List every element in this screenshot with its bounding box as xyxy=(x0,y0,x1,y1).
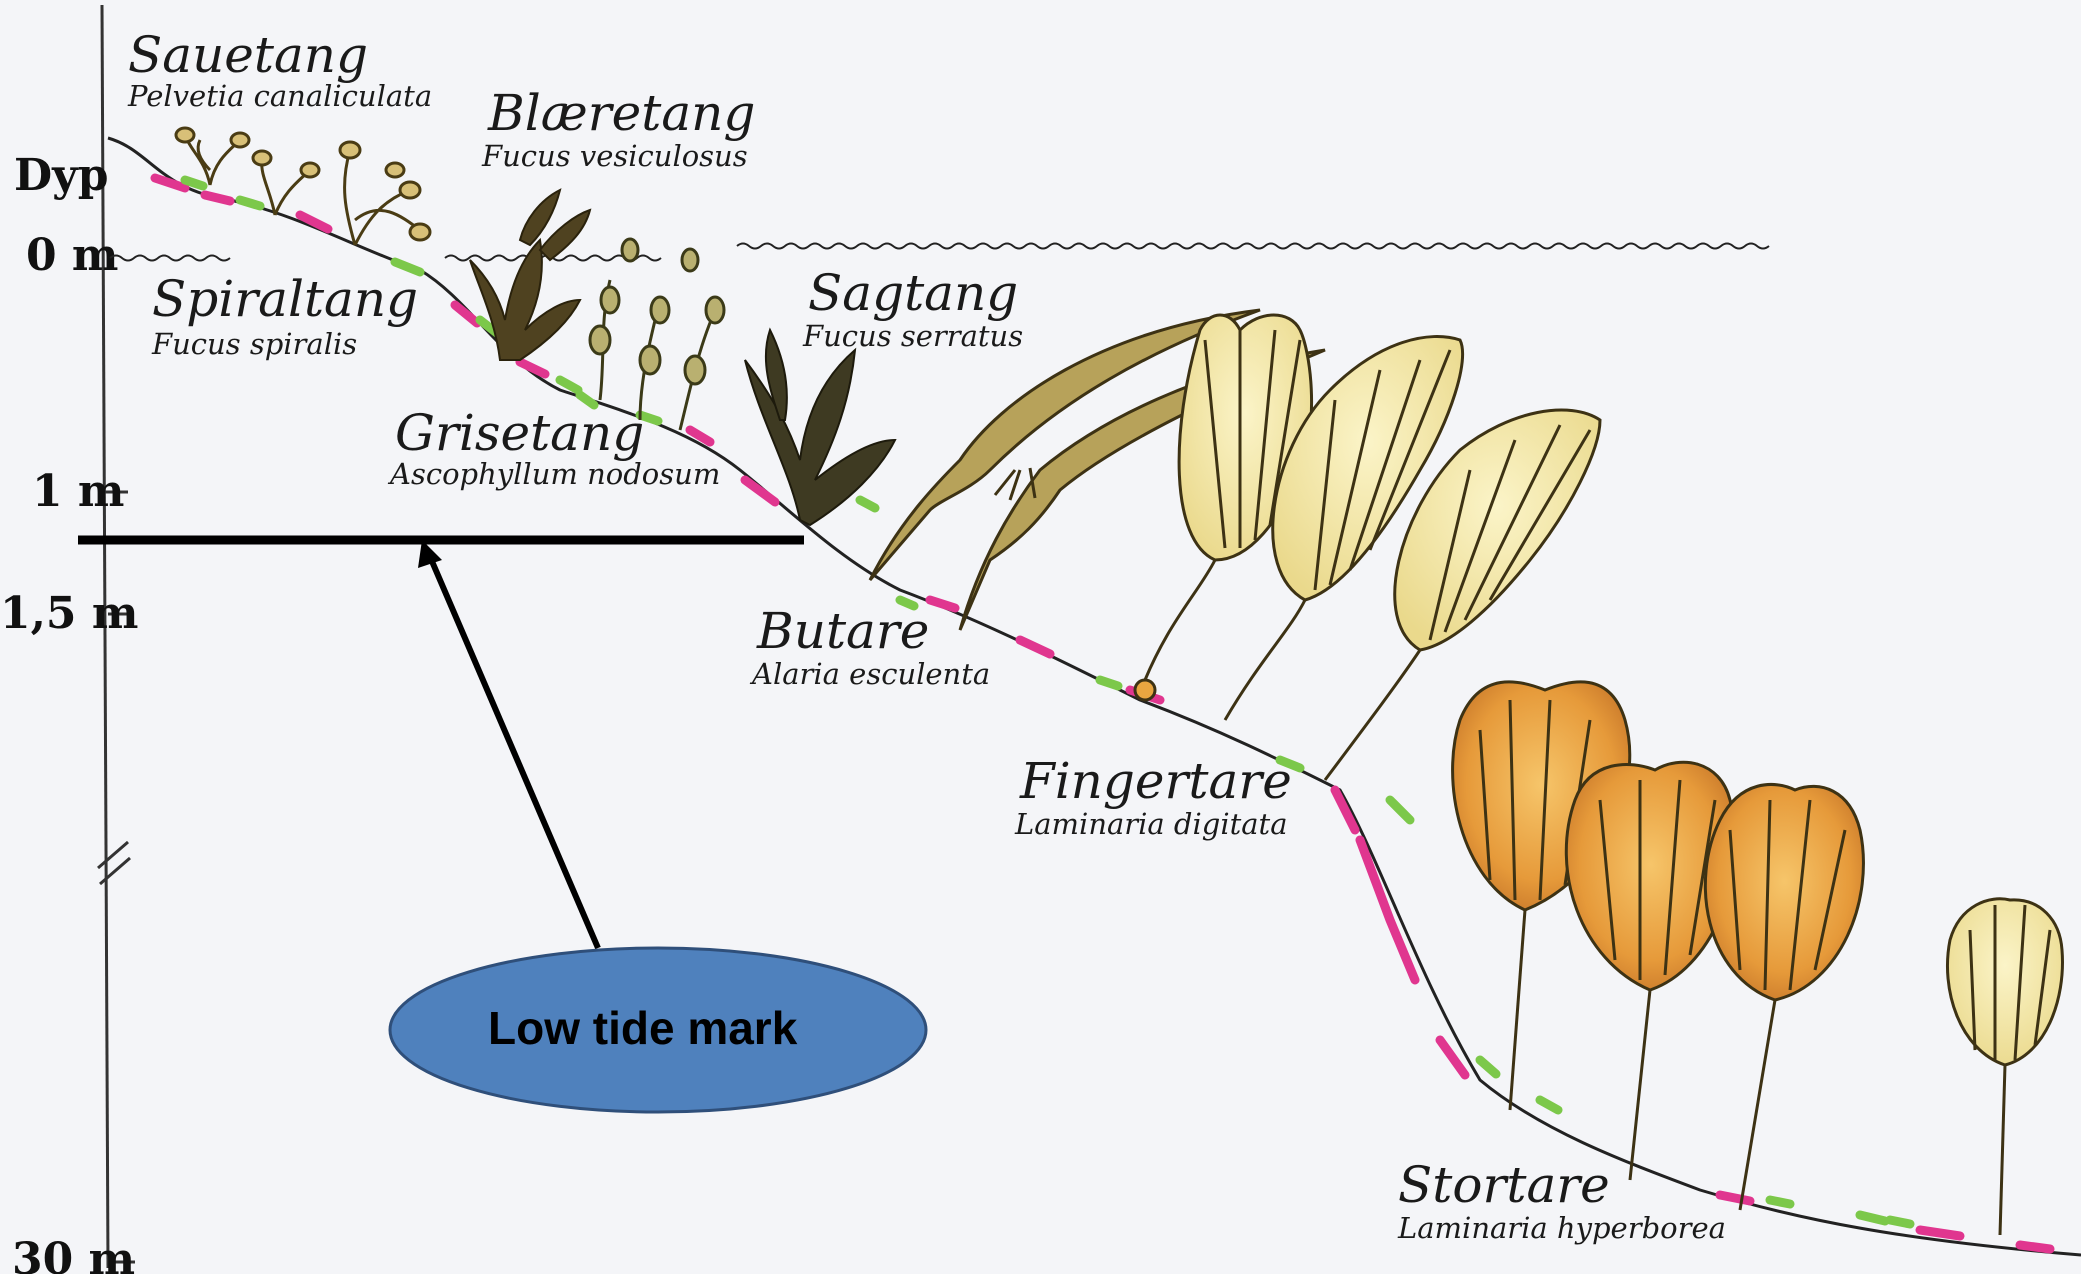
axis-break-mark xyxy=(98,842,130,884)
depth-label-0m: 0 m xyxy=(26,230,119,281)
species-spiraltang-name: Spiraltang xyxy=(152,270,418,328)
species-grisetang-name: Grisetang xyxy=(395,404,644,462)
grisetang-plants xyxy=(590,239,724,430)
sauetang-plants xyxy=(176,128,430,245)
species-stortare-latin: Laminaria hyperborea xyxy=(1397,1211,1726,1245)
blaeretang-plants xyxy=(470,190,590,360)
depth-label-1-5m: 1,5 m xyxy=(0,588,138,639)
depth-label-30m: 30 m xyxy=(12,1234,135,1274)
low-tide-callout-text: Low tide mark xyxy=(488,1002,798,1054)
species-sagtang-latin: Fucus serratus xyxy=(802,319,1023,353)
species-spiraltang-latin: Fucus spiralis xyxy=(151,327,357,361)
species-fingertare-name: Fingertare xyxy=(1019,752,1292,810)
depth-label-dyp: Dyp xyxy=(14,150,109,201)
species-stortare-name: Stortare xyxy=(1398,1156,1610,1214)
species-butare-latin: Alaria esculenta xyxy=(749,657,990,691)
depth-axis: Dyp 0 m 1 m 1,5 m 30 m xyxy=(0,5,138,1274)
species-blaeretang-name: Blæretang xyxy=(487,84,755,142)
species-sauetang-name: Sauetang xyxy=(128,26,368,84)
species-fingertare-latin: Laminaria digitata xyxy=(1014,807,1288,841)
species-grisetang-latin: Ascophyllum nodosum xyxy=(387,457,720,491)
low-tide-arrow xyxy=(428,552,598,948)
stortare-plants xyxy=(1453,682,2063,1235)
species-blaeretang-latin: Fucus vesiculosus xyxy=(481,139,748,173)
depth-label-1m: 1 m xyxy=(32,466,125,517)
species-sagtang-name: Sagtang xyxy=(808,264,1018,322)
species-sauetang-latin: Pelvetia canaliculata xyxy=(127,79,432,113)
species-butare-name: Butare xyxy=(756,602,929,660)
